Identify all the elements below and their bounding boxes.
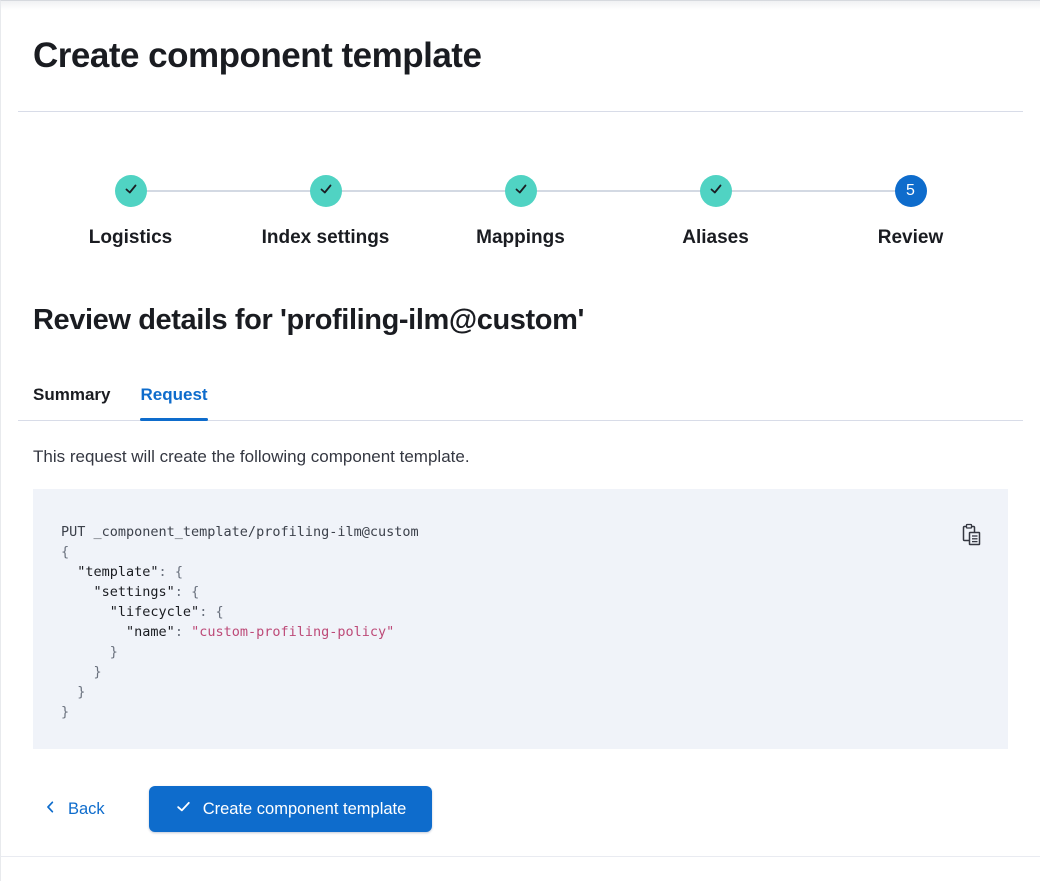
step-label: Index settings <box>261 227 390 248</box>
back-button[interactable]: Back <box>43 799 105 820</box>
check-icon <box>513 181 529 202</box>
step-label: Aliases <box>682 227 749 248</box>
step-mappings[interactable]: Mappings <box>423 175 618 250</box>
request-code-lines: PUT _component_template/profiling-ilm@cu… <box>61 524 419 720</box>
copy-clipboard-icon[interactable] <box>956 519 986 549</box>
step-aliases[interactable]: Aliases <box>618 175 813 250</box>
back-button-label: Back <box>68 799 105 818</box>
step-logistics[interactable]: Logistics <box>33 175 228 250</box>
step-current-circle[interactable]: 5 <box>894 175 927 207</box>
check-icon <box>318 181 334 202</box>
title-divider <box>18 111 1023 112</box>
request-code-block: PUT _component_template/profiling-ilm@cu… <box>33 489 1008 749</box>
step-index-settings[interactable]: Index settings <box>228 175 423 250</box>
submit-button-label: Create component template <box>202 799 407 818</box>
step-complete-circle[interactable] <box>504 175 537 207</box>
step-complete-circle[interactable] <box>309 175 342 207</box>
step-number: 5 <box>906 182 915 199</box>
step-complete-circle[interactable] <box>699 175 732 207</box>
wizard-footer: Back Create component template <box>33 786 1008 832</box>
review-details-heading: Review details for 'profiling-ilm@custom… <box>33 304 584 336</box>
chevron-left-icon <box>43 799 58 820</box>
step-label: Logistics <box>88 227 173 248</box>
step-complete-circle[interactable] <box>114 175 147 207</box>
check-icon <box>175 798 192 820</box>
tab-summary[interactable]: Summary <box>33 385 111 404</box>
check-icon <box>123 181 139 202</box>
review-tabbar: Summary Request <box>18 384 1023 421</box>
tab-request[interactable]: Request <box>140 384 208 421</box>
wizard-stepper: Logistics Index settings Mappings <box>33 175 1008 250</box>
bottom-divider <box>1 856 1040 857</box>
step-label: Mappings <box>476 227 565 248</box>
create-component-template-button[interactable]: Create component template <box>148 786 433 832</box>
step-label: Review <box>877 227 944 248</box>
check-icon <box>708 181 724 202</box>
request-description: This request will create the following c… <box>33 447 470 466</box>
step-review[interactable]: 5 Review <box>813 175 1008 250</box>
page-title: Create component template <box>33 36 482 75</box>
